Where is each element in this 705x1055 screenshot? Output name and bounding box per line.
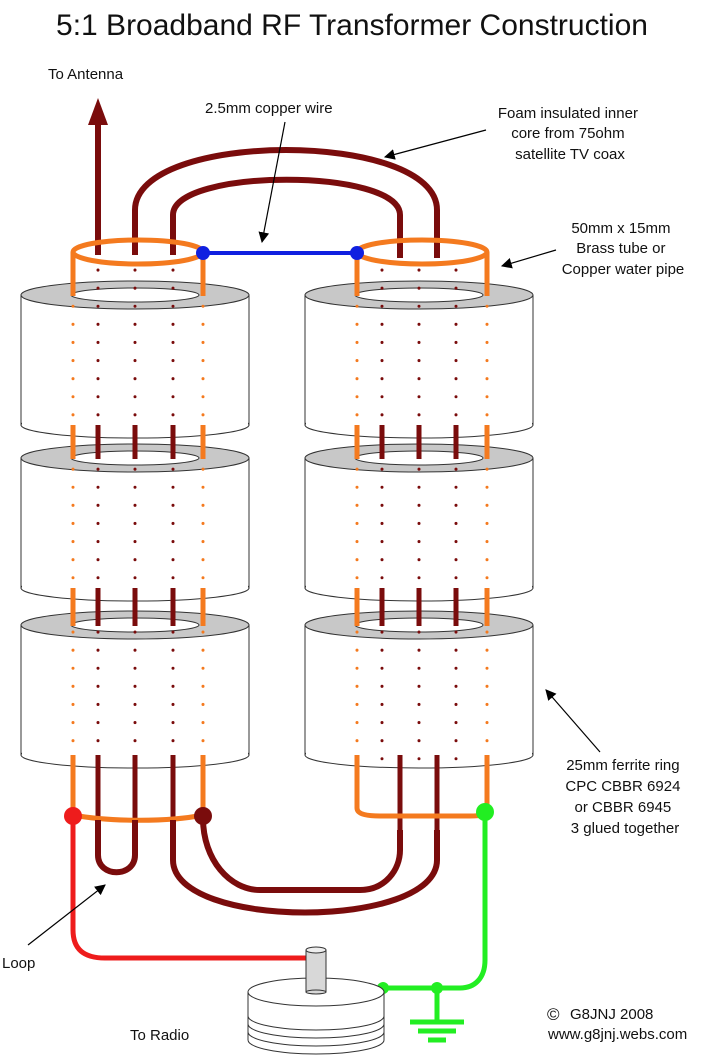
brass-label: 50mm x 15mm Brass tube or Copper water p…	[562, 220, 685, 278]
link-node	[194, 807, 212, 825]
radio-feed-wire	[70, 816, 310, 961]
to-antenna-label: To Antenna	[48, 66, 124, 83]
ground-symbol-icon	[410, 1019, 464, 1043]
copyright-label: G8JNJ 2008	[570, 1006, 653, 1023]
left-ferrite-stack	[20, 280, 250, 769]
ferrite-label: 25mm ferrite ring CPC CBBR 6924 or CBBR …	[565, 757, 684, 837]
ferrite-ring	[20, 443, 250, 602]
copper-wire-label: 2.5mm copper wire	[205, 100, 333, 117]
website-label: www.g8jnj.webs.com	[547, 1026, 687, 1043]
loop-label: Loop	[2, 955, 35, 972]
antenna-lead	[88, 98, 108, 255]
bottom-coax	[95, 817, 440, 916]
right-ferrite-stack	[304, 280, 534, 769]
ground-wire	[383, 812, 488, 991]
foam-label: Foam insulated inner core from 75ohm sat…	[498, 105, 642, 163]
top-coax-arches	[132, 147, 440, 258]
callout-arrows	[27, 121, 601, 946]
copyright-symbol: ©	[547, 1005, 560, 1024]
ferrite-ring	[20, 610, 250, 769]
copper-wire-link	[196, 246, 364, 260]
to-radio-label: To Radio	[130, 1027, 189, 1044]
page-title: 5:1 Broadband RF Transformer Constructio…	[56, 9, 648, 42]
ferrite-ring	[304, 610, 534, 769]
radio-connector-icon	[247, 946, 385, 1055]
